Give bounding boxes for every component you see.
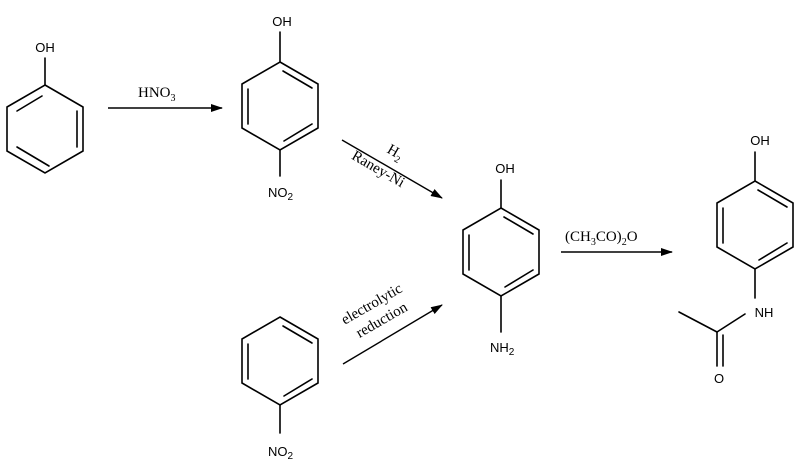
nitration-reagent: HNO3 <box>138 85 176 104</box>
paracetamol-carbonyl-label: O <box>714 371 724 386</box>
paracetamol-structure: OH NH O <box>678 133 794 386</box>
paracetamol-benzene-ring <box>716 151 794 299</box>
electrolysis-arrow <box>342 304 443 365</box>
electrolysis-step: electrolytic reduction <box>339 281 443 365</box>
nitrobenzene-benzene-ring <box>241 316 319 434</box>
p-aminophenol-structure: OH NH2 <box>462 161 540 358</box>
p-nitrophenol-structure: OH NO2 <box>241 14 319 203</box>
nitration-step: HNO3 <box>108 85 223 112</box>
p-aminophenol-amino-label: NH2 <box>490 340 515 358</box>
paracetamol-hydroxyl-label: OH <box>750 133 770 148</box>
hydrogenation-reagent-h2: H2 <box>383 142 406 166</box>
paracetamol-amine-label: NH <box>755 305 774 320</box>
nitrobenzene-structure: NO2 <box>241 316 319 462</box>
p-nitrophenol-benzene-ring <box>241 31 319 177</box>
acetylation-step: (CH3CO)2O <box>561 229 673 256</box>
phenol-structure: OH <box>6 40 84 174</box>
nitrobenzene-nitro-label: NO2 <box>268 444 294 462</box>
p-nitrophenol-hydroxyl-label: OH <box>272 14 292 29</box>
p-aminophenol-benzene-ring <box>462 179 540 333</box>
acetylation-reagent: (CH3CO)2O <box>565 229 638 248</box>
p-aminophenol-hydroxyl-label: OH <box>495 161 515 176</box>
phenol-hydroxyl-label: OH <box>35 40 55 55</box>
hydrogenation-arrow <box>341 139 443 199</box>
phenol-benzene-ring <box>6 57 84 174</box>
paracetamol-amide-group <box>678 311 746 367</box>
hydrogenation-step: H2 Raney-Ni <box>341 139 443 199</box>
p-nitrophenol-nitro-label: NO2 <box>268 185 294 203</box>
